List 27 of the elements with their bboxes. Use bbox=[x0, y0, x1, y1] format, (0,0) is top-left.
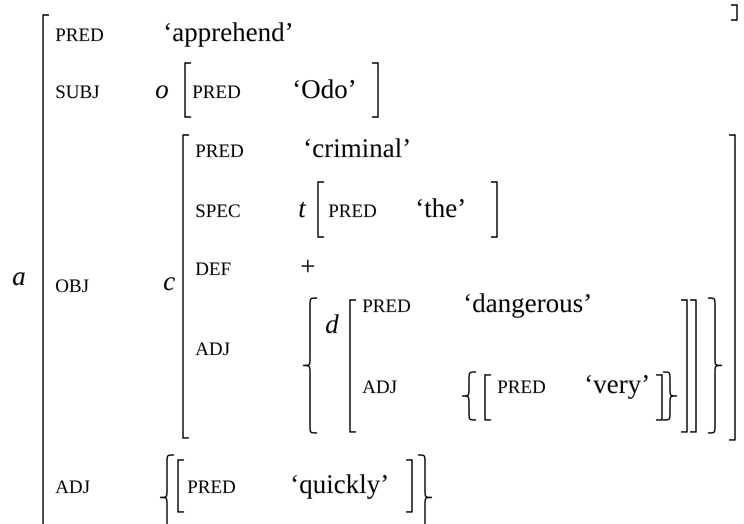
value-text: ‘dangerous’ bbox=[466, 293, 590, 318]
attribute-name: SUBJ bbox=[56, 85, 100, 98]
attribute-name: PRED bbox=[196, 144, 243, 158]
value-text: + bbox=[302, 260, 314, 272]
value-text: ‘apprehend’ bbox=[166, 22, 292, 47]
variable-letter: a bbox=[13, 272, 25, 286]
variable-letter: o bbox=[156, 85, 168, 98]
attribute-name: DEF bbox=[196, 262, 230, 276]
attribute-name: PRED bbox=[328, 204, 376, 218]
attribute-name: ADJ bbox=[362, 380, 397, 394]
value-text: ‘Odo’ bbox=[294, 79, 354, 98]
value-text: ‘quickly’ bbox=[292, 474, 387, 499]
attribute-name: PRED bbox=[498, 380, 545, 394]
attribute-name: SPEC bbox=[196, 204, 240, 218]
value-text: ‘criminal’ bbox=[306, 138, 409, 158]
attribute-name: OBJ bbox=[56, 279, 89, 292]
attribute-name: ADJ bbox=[55, 480, 90, 494]
attribute-name: PRED bbox=[56, 28, 103, 42]
variable-letter: t bbox=[299, 202, 306, 218]
attribute-name: PRED bbox=[362, 300, 410, 312]
value-text: ‘very’ bbox=[586, 375, 648, 399]
attribute-name: PRED bbox=[192, 86, 240, 98]
attribute-name: ADJ bbox=[195, 342, 230, 356]
value-text: ‘the’ bbox=[418, 198, 464, 218]
variable-letter: c bbox=[164, 277, 175, 290]
variable-letter: d bbox=[326, 314, 339, 334]
attribute-name: PRED bbox=[188, 480, 235, 494]
